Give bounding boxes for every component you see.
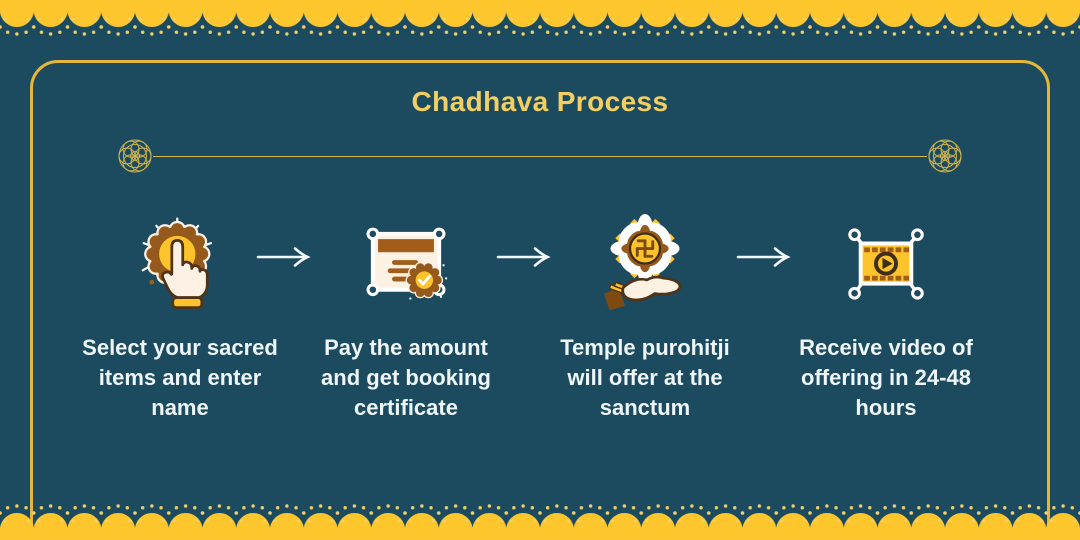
arrow-right-icon	[496, 247, 551, 267]
tap-select-icon	[130, 213, 230, 315]
arrow-right-icon	[256, 247, 311, 267]
step-label: Receive video of offering in 24-48 hours	[799, 335, 973, 420]
play-icon	[874, 251, 898, 276]
certificate-icon	[358, 213, 454, 315]
frame-border	[30, 60, 1050, 540]
page-title: Chadhava Process	[411, 86, 669, 117]
process-step-2: Pay the amount and get booking certifica…	[294, 213, 518, 423]
step-label: Pay the amount and get booking certifica…	[321, 335, 491, 420]
step-label: Select your sacred items and enter name	[82, 335, 278, 420]
divider-line	[153, 155, 927, 157]
swastika-icon	[635, 239, 655, 258]
offering-hand-icon	[595, 213, 695, 315]
arrow-right-icon	[736, 247, 791, 267]
process-step-4: Receive video of offering in 24-48 hours	[774, 213, 998, 423]
process-step-1: Select your sacred items and enter name	[58, 213, 302, 423]
bottom-scallop-border	[0, 500, 1080, 540]
divider	[117, 138, 963, 174]
step-label: Temple purohitji will offer at the sanct…	[560, 335, 730, 420]
video-icon	[838, 213, 934, 315]
mandala-ornament-right-icon	[928, 139, 962, 173]
mandala-ornament-left-icon	[118, 139, 152, 173]
top-scallop-border	[0, 0, 1080, 40]
process-step-3: Temple purohitji will offer at the sanct…	[531, 213, 759, 423]
